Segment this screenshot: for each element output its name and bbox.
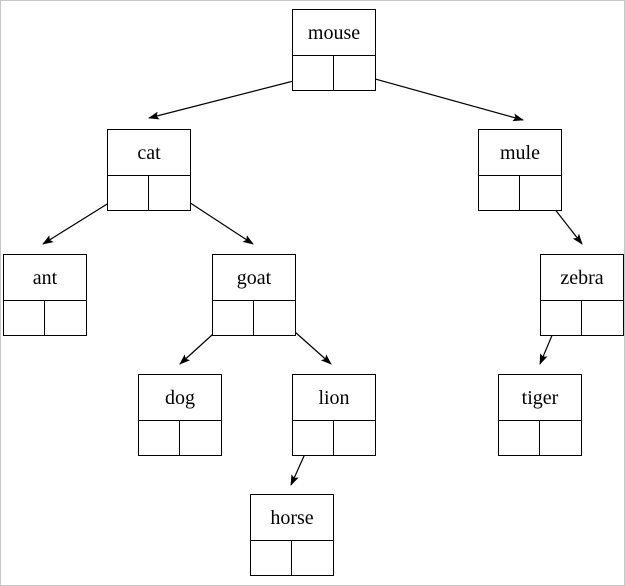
tree-node-horse[interactable]: horse <box>250 494 334 576</box>
node-pointer-right-mouse[interactable] <box>334 56 375 90</box>
node-pointer-row-dog <box>139 421 221 455</box>
node-pointer-left-mule[interactable] <box>479 176 520 210</box>
tree-node-tiger[interactable]: tiger <box>498 374 582 456</box>
node-pointer-right-cat[interactable] <box>149 176 190 210</box>
node-pointer-left-tiger[interactable] <box>499 421 540 455</box>
node-label-mule: mule <box>479 130 561 176</box>
node-pointer-row-horse <box>251 541 333 575</box>
node-pointer-row-lion <box>293 421 375 455</box>
node-label-horse: horse <box>251 495 333 541</box>
node-pointer-left-ant[interactable] <box>4 301 45 335</box>
node-pointer-left-mouse[interactable] <box>293 56 334 90</box>
node-pointer-row-zebra <box>541 301 623 335</box>
tree-node-dog[interactable]: dog <box>138 374 222 456</box>
node-label-mouse: mouse <box>293 10 375 56</box>
tree-node-mouse[interactable]: mouse <box>292 9 376 91</box>
node-pointer-row-tiger <box>499 421 581 455</box>
edge-mouse-right-to-mule <box>356 73 524 122</box>
node-pointer-right-goat[interactable] <box>254 301 295 335</box>
node-label-tiger: tiger <box>499 375 581 421</box>
node-pointer-row-mule <box>479 176 561 210</box>
node-pointer-left-cat[interactable] <box>108 176 149 210</box>
node-label-ant: ant <box>4 255 86 301</box>
node-pointer-left-zebra[interactable] <box>541 301 582 335</box>
node-pointer-right-ant[interactable] <box>45 301 86 335</box>
node-pointer-row-cat <box>108 176 190 210</box>
node-label-zebra: zebra <box>541 255 623 301</box>
node-pointer-left-goat[interactable] <box>213 301 254 335</box>
tree-node-zebra[interactable]: zebra <box>540 254 624 336</box>
node-pointer-row-goat <box>213 301 295 335</box>
node-pointer-right-lion[interactable] <box>334 421 375 455</box>
node-pointer-right-tiger[interactable] <box>540 421 581 455</box>
edge-mouse-left-to-cat <box>148 75 314 120</box>
node-pointer-right-dog[interactable] <box>180 421 221 455</box>
node-pointer-row-ant <box>4 301 86 335</box>
tree-node-cat[interactable]: cat <box>107 129 191 211</box>
tree-node-goat[interactable]: goat <box>212 254 296 336</box>
tree-node-ant[interactable]: ant <box>3 254 87 336</box>
node-label-cat: cat <box>108 130 190 176</box>
node-pointer-row-mouse <box>293 56 375 90</box>
node-pointer-right-mule[interactable] <box>520 176 561 210</box>
node-label-dog: dog <box>139 375 221 421</box>
node-label-lion: lion <box>293 375 375 421</box>
node-pointer-left-horse[interactable] <box>251 541 292 575</box>
node-pointer-left-lion[interactable] <box>293 421 334 455</box>
node-label-goat: goat <box>213 255 295 301</box>
node-pointer-left-dog[interactable] <box>139 421 180 455</box>
node-pointer-right-zebra[interactable] <box>582 301 623 335</box>
tree-node-lion[interactable]: lion <box>292 374 376 456</box>
node-pointer-right-horse[interactable] <box>292 541 333 575</box>
tree-node-mule[interactable]: mule <box>478 129 562 211</box>
